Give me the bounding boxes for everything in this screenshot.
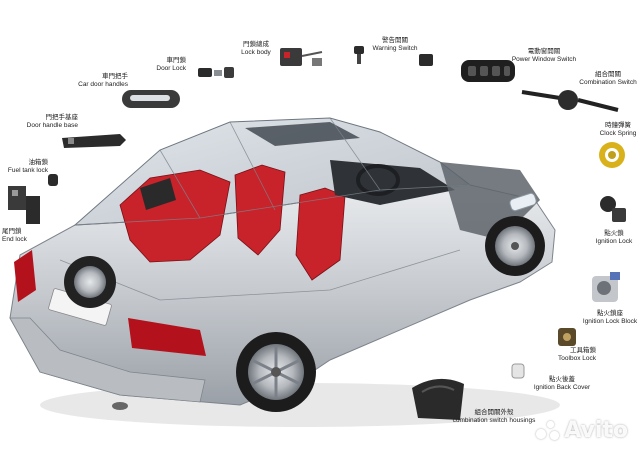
exhaust-pipe <box>112 402 128 410</box>
label-ignition-back-cover: 點火後蓋 Ignition Back Cover <box>530 376 594 391</box>
avito-watermark: Avito <box>536 418 628 443</box>
label-fuel-tank-lock-en: Fuel tank lock <box>7 166 48 174</box>
label-end-lock-en: End lock <box>2 235 27 243</box>
label-ignition-lock-block-zh: 點火鎖座 <box>597 310 623 317</box>
door-lock-part <box>196 64 236 86</box>
label-ignition-back-cover-en: Ignition Back Cover <box>533 383 591 391</box>
front-wheel-left <box>236 332 316 412</box>
label-power-window-switch: 電動窗開關 Power Window Switch <box>508 48 580 63</box>
front-seat-right <box>295 187 346 281</box>
rear-wheel <box>64 256 116 308</box>
avito-watermark-text: Avito <box>564 418 628 443</box>
avito-logo-icon <box>536 420 560 442</box>
sunroof <box>245 122 360 146</box>
end-lock-part <box>4 184 44 232</box>
front-wheel-right <box>485 216 545 276</box>
toolbox-lock-part <box>556 326 578 352</box>
lock-body-part <box>276 44 324 74</box>
label-combination-switch-housings-en: combination switch housings <box>452 416 536 424</box>
label-lock-body-zh: 門鎖總成 <box>243 41 269 48</box>
combination-switch-part <box>520 84 620 122</box>
label-door-handle-base-en: Door handle base <box>26 121 78 129</box>
label-combination-switch-en: Combination Switch <box>579 78 637 86</box>
label-ignition-lock-en: Ignition Lock <box>595 237 633 245</box>
combination-switch-housings-part <box>408 374 468 428</box>
label-combination-switch-housings-zh: 組合開關外殼 <box>474 409 514 416</box>
rear-bumper <box>9 317 206 403</box>
door-handle-base-part <box>60 128 128 158</box>
label-ignition-back-cover-zh: 點火後蓋 <box>549 376 575 383</box>
label-combination-switch-housings: 組合開關外殼 combination switch housings <box>446 409 542 424</box>
clock-spring-part <box>596 140 628 174</box>
label-lock-body-en: Lock body <box>241 48 271 56</box>
fuel-tank-lock-part <box>46 172 60 192</box>
tail-light-left <box>14 250 36 302</box>
label-end-lock-zh: 尾門鎖 <box>2 228 22 235</box>
ignition-back-cover-part <box>510 362 526 384</box>
label-warning-switch-en: Warning Switch <box>372 44 418 52</box>
label-car-door-handles: 車門把手 Car door handles <box>78 73 128 88</box>
ignition-lock-part <box>598 192 628 230</box>
label-warning-switch: 警告開關 Warning Switch <box>370 37 420 52</box>
label-toolbox-lock-zh: 工具箱鎖 <box>570 347 596 354</box>
label-car-door-handles-zh: 車門把手 <box>102 73 128 80</box>
steering-wheel <box>356 164 400 196</box>
tail-light-right <box>128 318 206 356</box>
label-lock-body: 門鎖總成 Lock body <box>234 41 278 56</box>
label-door-handle-base-zh: 門把手基座 <box>45 114 79 121</box>
label-power-window-switch-zh: 電動窗開關 <box>527 48 561 55</box>
front-seat-left <box>234 164 286 256</box>
label-door-lock: 車門鎖 Door Lock <box>156 57 186 72</box>
label-ignition-lock-zh: 點火鎖 <box>604 230 624 237</box>
warning-switch-part <box>352 44 366 70</box>
label-ignition-lock: 點火鎖 Ignition Lock <box>590 230 638 245</box>
ignition-lock-block-part <box>586 270 626 312</box>
headlight <box>509 192 537 212</box>
label-clock-spring: 時鐘彈簧 Clock Spring <box>596 122 640 137</box>
label-fuel-tank-lock-zh: 油箱鎖 <box>28 159 49 166</box>
label-car-door-handles-en: Car door handles <box>78 80 128 88</box>
label-fuel-tank-lock: 油箱鎖 Fuel tank lock <box>8 159 48 174</box>
label-end-lock: 尾門鎖 End lock <box>2 228 27 243</box>
label-combination-switch-zh: 組合開關 <box>595 71 621 78</box>
label-door-lock-zh: 車門鎖 <box>166 57 187 64</box>
label-warning-switch-zh: 警告開關 <box>382 37 408 44</box>
label-combination-switch: 組合開關 Combination Switch <box>578 71 638 86</box>
car-door-handles-part <box>120 86 184 116</box>
label-clock-spring-en: Clock Spring <box>599 129 637 137</box>
label-door-handle-base: 門把手基座 Door handle base <box>27 114 78 129</box>
label-toolbox-lock-en: Toolbox Lock <box>558 354 596 362</box>
label-toolbox-lock: 工具箱鎖 Toolbox Lock <box>558 347 596 362</box>
seat-headrest <box>140 178 176 210</box>
label-clock-spring-zh: 時鐘彈簧 <box>605 122 631 129</box>
label-ignition-lock-block-en: Ignition Lock Block <box>582 317 638 325</box>
power-window-switch-part <box>460 58 516 88</box>
small-switch-part <box>418 52 434 71</box>
label-ignition-lock-block: 點火鎖座 Ignition Lock Block <box>580 310 640 325</box>
label-door-lock-en: Door Lock <box>156 64 186 72</box>
label-power-window-switch-en: Power Window Switch <box>511 55 577 63</box>
